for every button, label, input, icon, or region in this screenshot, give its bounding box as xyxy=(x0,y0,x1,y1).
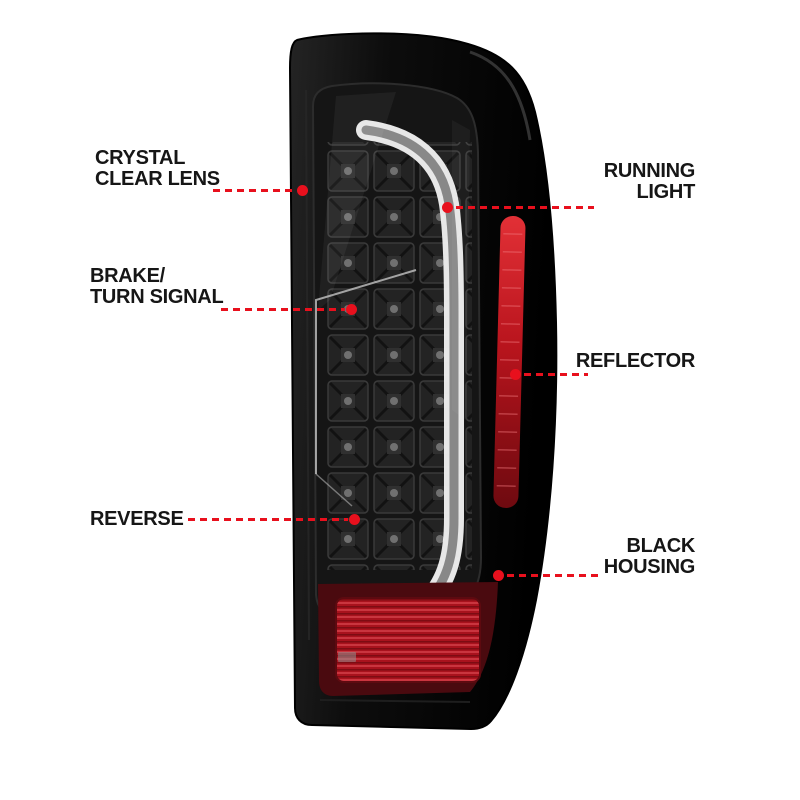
housing-seam xyxy=(305,89,310,641)
leader-line-crystal-clear-lens xyxy=(213,189,297,192)
leader-line-black-housing xyxy=(507,574,601,577)
callout-label-running-light: RUNNING LIGHT xyxy=(603,160,696,204)
side-reflector-group xyxy=(493,216,526,508)
lower-lens-tab xyxy=(338,652,356,662)
callout-label-crystal-clear-lens: CRYSTAL CLEAR LENS xyxy=(95,147,220,191)
leader-line-reflector xyxy=(524,373,588,376)
callout-dot-running-light xyxy=(442,202,453,213)
leader-line-reverse xyxy=(188,518,348,521)
lens-glare-2 xyxy=(452,120,470,420)
lower-red-reflector xyxy=(335,597,481,683)
callout-dot-reflector xyxy=(510,369,521,380)
callout-dot-crystal-clear-lens xyxy=(297,185,308,196)
leader-line-brake-turn-signal xyxy=(221,308,345,311)
callout-dot-brake-turn-signal xyxy=(346,304,357,315)
chamber-outline xyxy=(315,269,417,474)
bottom-seam xyxy=(319,699,471,703)
callout-label-reverse: REVERSE xyxy=(90,508,184,530)
side-reflector xyxy=(493,216,526,508)
callout-dot-reverse xyxy=(349,514,360,525)
side-reflector-ridges xyxy=(496,233,523,487)
callout-label-brake-turn-signal: BRAKE/ TURN SIGNAL xyxy=(90,265,224,309)
housing-highlight xyxy=(469,50,532,141)
callout-dot-black-housing xyxy=(493,570,504,581)
leader-line-running-light xyxy=(456,206,594,209)
chamber-outline-lower xyxy=(315,473,353,507)
lens-glare xyxy=(318,92,396,310)
callout-label-reflector: REFLECTOR xyxy=(575,350,695,372)
callout-label-black-housing: BLACK HOUSING xyxy=(603,535,696,579)
